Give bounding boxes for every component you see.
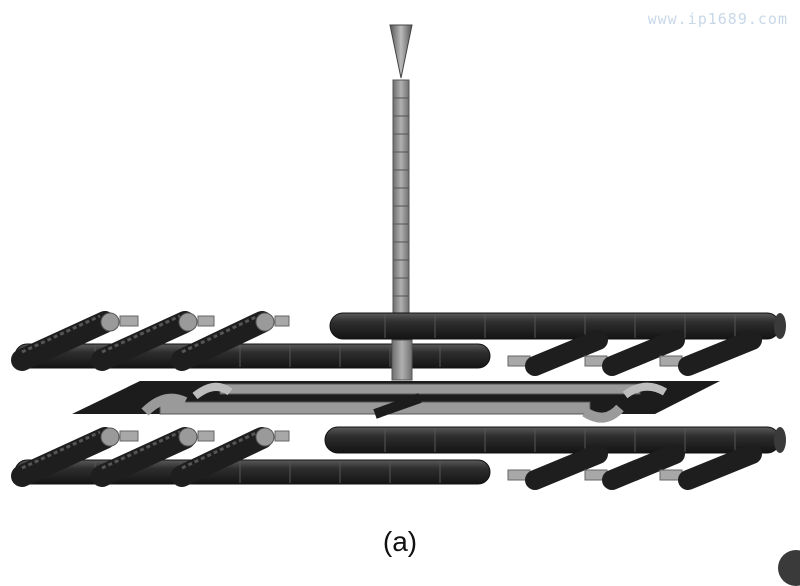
lower-right-branches [507,444,762,490]
figure-caption: (a) [382,526,418,557]
sprue-base [391,339,413,381]
watermark-text: www.ip1689.com [647,10,788,28]
lower-runner-left [14,459,491,485]
corner-badge-icon[interactable] [778,550,800,586]
sprue-column [392,79,410,381]
mold-runner-diagram [11,24,786,490]
plate-runners [141,382,668,423]
upper-runner-right [329,312,786,340]
upper-left-branches [11,311,290,371]
nozzle-cone [389,24,413,79]
upper-right-branches [507,330,762,376]
upper-runner-left [14,343,491,369]
lower-runner-right [324,426,786,454]
lower-left-branches [11,427,290,487]
